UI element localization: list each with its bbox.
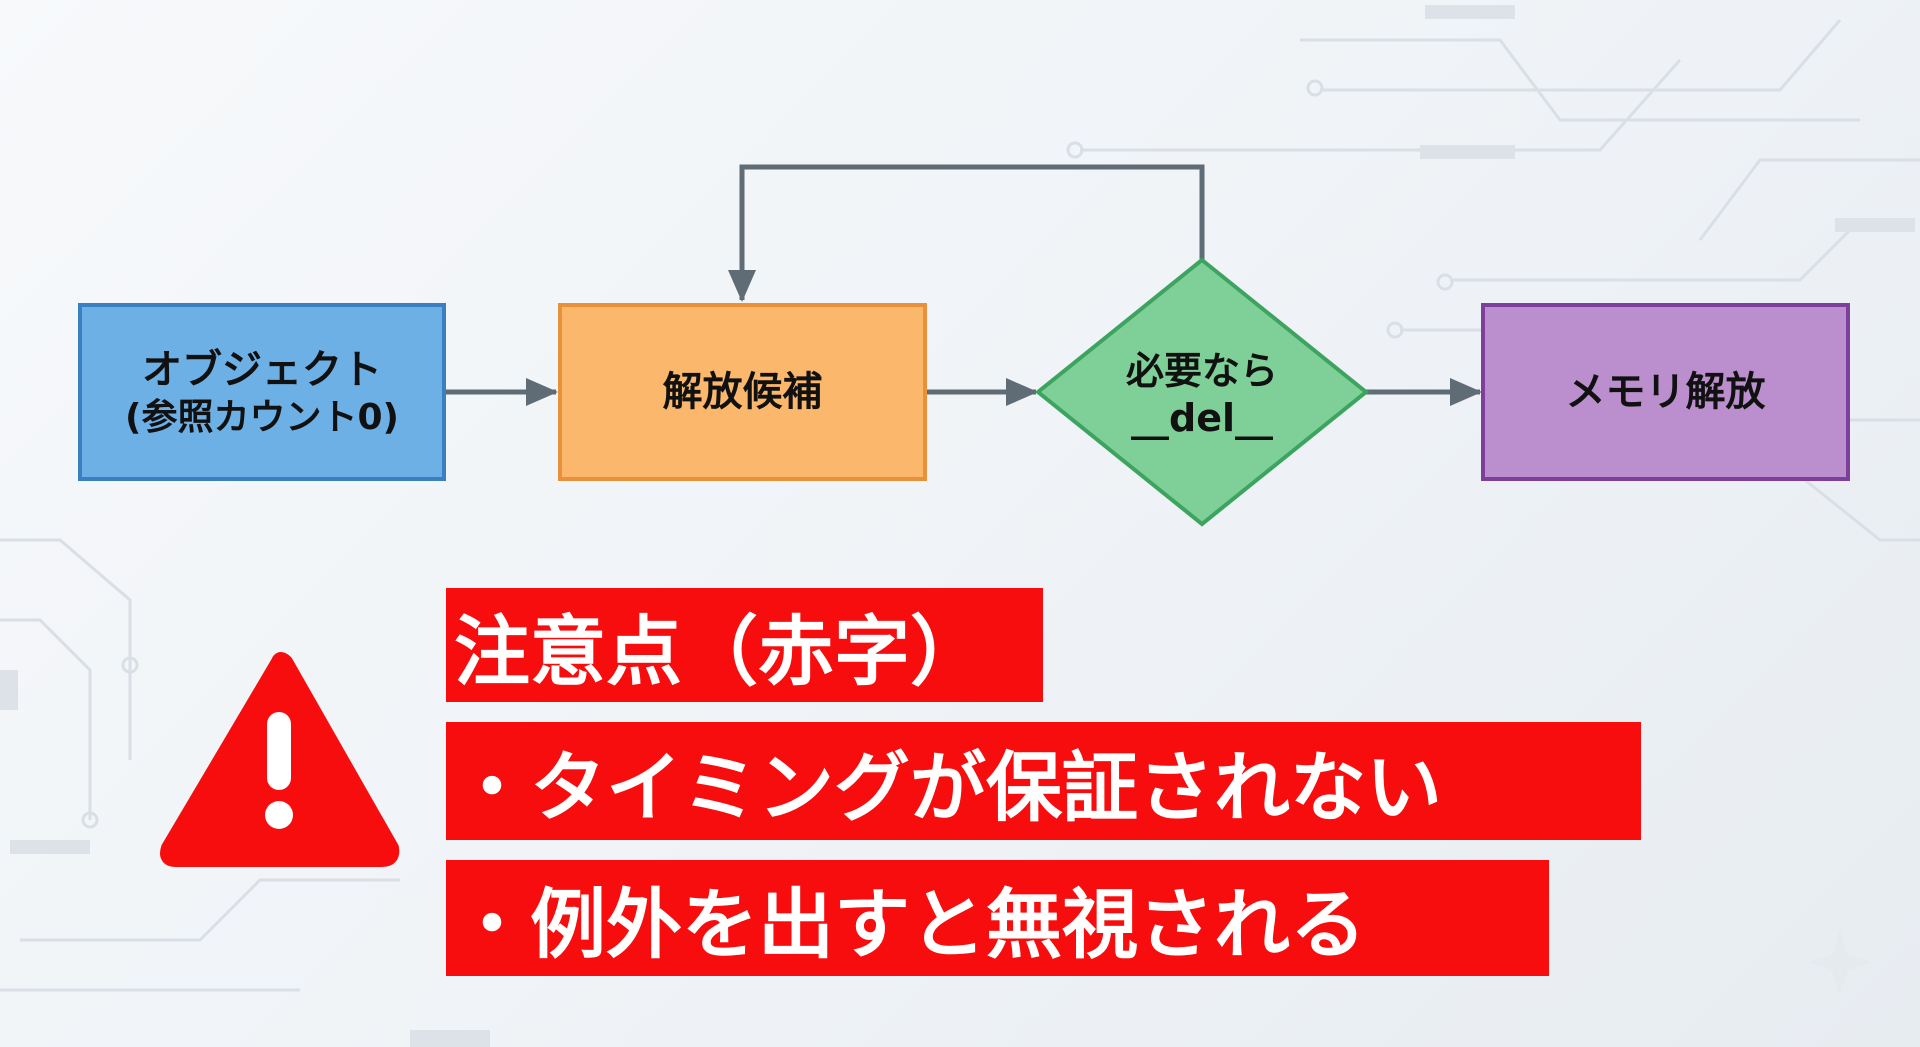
warning-title: 注意点（赤字） xyxy=(446,588,1043,702)
warning-point-2: ・例外を出すと無視される xyxy=(446,860,1549,976)
node-free xyxy=(1481,303,1850,481)
node-del-decision xyxy=(1034,257,1370,527)
warning-triangle-icon xyxy=(160,652,400,867)
node-object xyxy=(78,303,446,481)
node-del-label: 必要なら __del__ xyxy=(1058,320,1346,470)
sparkle-icon xyxy=(1808,930,1872,995)
node-object-line2: (参照カウント0) xyxy=(125,396,399,438)
node-candidate xyxy=(558,303,927,481)
node-del-line2: __del__ xyxy=(1131,396,1273,440)
loop-arrow-del-to-candidate xyxy=(728,164,1205,302)
node-object-line1: オブジェクト xyxy=(142,346,382,393)
node-candidate-label: 解放候補 xyxy=(662,369,823,415)
warning-point-1: ・タイミングが保証されない xyxy=(446,722,1641,840)
node-del-line1: 必要なら xyxy=(1125,348,1278,393)
node-object-label: オブジェクト (参照カウント0) xyxy=(80,305,444,479)
node-free-label: メモリ解放 xyxy=(1565,369,1766,415)
